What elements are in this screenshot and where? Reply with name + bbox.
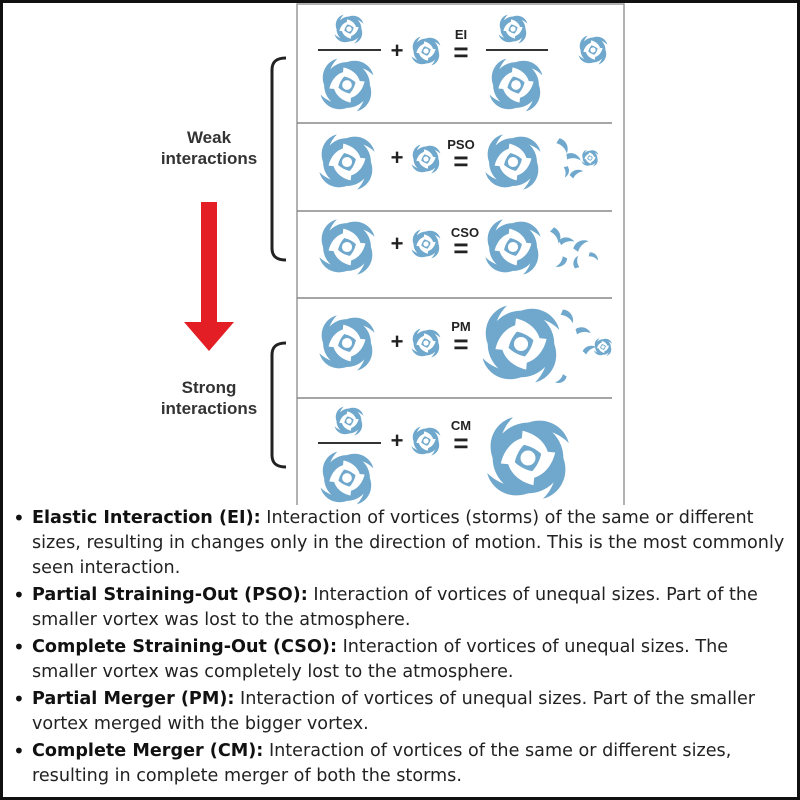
large-vortex-icon (320, 58, 374, 112)
plus-sign: + (391, 428, 404, 453)
definition-text: Interaction of vortices of the same or d… (32, 741, 732, 786)
small-vortex-icon (498, 14, 528, 44)
operation-code-cso: CSO (451, 225, 479, 240)
definition-item-pm: Partial Merger (PM): Interaction of vort… (10, 687, 794, 737)
plus-sign: + (391, 145, 404, 170)
equals-sign: = (453, 329, 468, 359)
row-complete-merger: + CM = (318, 406, 569, 505)
definition-term: Partial Merger (PM): (32, 689, 235, 709)
weak-label-line2: interactions (161, 149, 257, 168)
equals-sign: = (453, 233, 468, 263)
definition-text: Interaction of vortices of unequal sizes… (32, 689, 756, 734)
equals-sign: = (453, 37, 468, 67)
definition-term: Partial Straining-Out (PSO): (32, 585, 308, 605)
plus-sign: + (391, 231, 404, 256)
small-vortex-icon (581, 149, 599, 167)
large-vortex-icon (485, 219, 541, 275)
equals-sign: = (453, 146, 468, 176)
equals-sign: = (453, 428, 468, 458)
plus-sign: + (391, 38, 404, 63)
diagram-panel (296, 3, 625, 505)
large-vortex-icon (320, 451, 374, 505)
large-vortex-icon (319, 219, 375, 275)
definition-term: Complete Straining-Out (CSO): (32, 637, 337, 657)
definition-text: Interaction of vortices (storms) of the … (32, 508, 785, 578)
vortex-fragments (554, 136, 585, 180)
merged-vortex-icon (487, 417, 569, 499)
plus-sign: + (391, 329, 404, 354)
large-vortex-icon (319, 315, 375, 371)
strength-arrow (184, 202, 234, 351)
vortex-interaction-diagram: Weak interactions Strong interactions + … (161, 3, 625, 505)
strong-label-line2: interactions (161, 399, 257, 418)
row-partial-merger: + PM = (319, 305, 612, 386)
definition-term: Elastic Interaction (EI): (32, 508, 261, 528)
small-vortex-icon (411, 328, 441, 358)
small-vortex-icon (411, 426, 441, 456)
vortex-fragments (553, 307, 598, 386)
small-vortex-icon (334, 406, 364, 436)
strong-bracket (270, 341, 287, 469)
row-complete-straining-out: + CSO = (319, 219, 601, 275)
strong-label-line1: Strong (182, 378, 237, 397)
operation-code-ei: EI (455, 27, 467, 42)
operation-code-pm: PM (451, 319, 471, 334)
large-vortex-icon (485, 134, 541, 190)
vortex-fragments (549, 226, 601, 270)
operation-code-cm: CM (451, 418, 471, 433)
weak-label-line1: Weak (187, 128, 232, 147)
definition-item-cm: Complete Merger (CM): Interaction of vor… (10, 739, 794, 789)
row-partial-straining-out: + PSO = (319, 134, 599, 190)
interaction-definitions-list: Elastic Interaction (EI): Interaction of… (10, 506, 794, 791)
large-vortex-icon (319, 134, 375, 190)
definition-item-pso: Partial Straining-Out (PSO): Interaction… (10, 583, 794, 633)
weak-bracket (270, 56, 287, 262)
small-vortex-icon (411, 229, 441, 259)
small-vortex-icon (334, 14, 364, 44)
definition-item-cso: Complete Straining-Out (CSO): Interactio… (10, 635, 794, 685)
row-elastic-interaction: + EI = (318, 14, 608, 112)
definition-text: Interaction of vortices of unequal sizes… (32, 637, 729, 682)
operation-code-pso: PSO (447, 137, 474, 152)
small-vortex-icon (578, 35, 608, 65)
definition-term: Complete Merger (CM): (32, 741, 264, 761)
small-vortex-icon (411, 36, 441, 66)
definition-item-ei: Elastic Interaction (EI): Interaction of… (10, 506, 794, 581)
small-vortex-icon (411, 144, 441, 174)
merged-vortex-icon (482, 305, 560, 383)
small-vortex-icon (594, 338, 612, 356)
large-vortex-icon (489, 58, 543, 112)
definition-text: Interaction of vortices of unequal sizes… (32, 585, 758, 630)
